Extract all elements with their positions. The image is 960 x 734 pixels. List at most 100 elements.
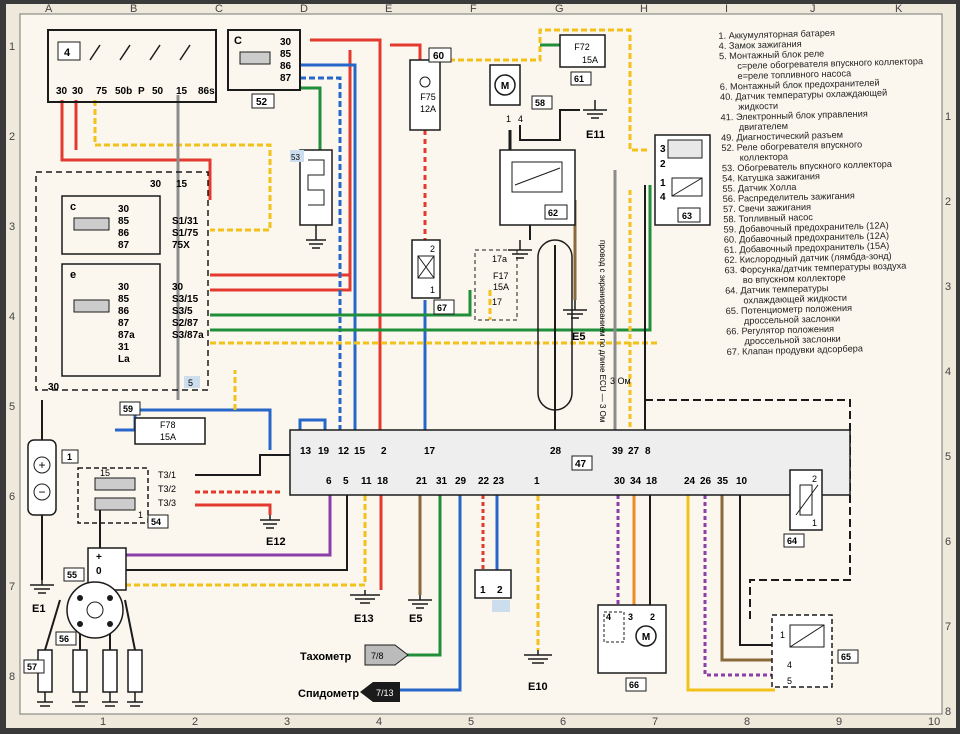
sensor-64-pin-1: 1: [812, 518, 817, 528]
ecu-bottom-pin: 30: [614, 476, 626, 487]
ignition-terminal: P: [138, 86, 145, 97]
legend-item: 57. Свечи зажигания: [723, 202, 811, 214]
grid-number-left-7: 7: [9, 581, 15, 593]
legend-item: дроссельной заслонки: [744, 313, 841, 326]
coil-t-labels: T3/1T3/2T3/3: [158, 470, 176, 508]
grid-number-bottom-5: 5: [468, 716, 474, 728]
ecu-bottom-pin: 11: [361, 476, 372, 487]
diag-pin-2: 2: [497, 585, 503, 596]
relay-52-pin: 85: [280, 49, 292, 60]
valve-67: 2 1 67: [411, 239, 455, 315]
fuse-f17-name: F17: [493, 271, 509, 281]
legend-item: дроссельной заслонки: [744, 334, 841, 347]
ecu-bottom-pin: 21: [416, 476, 428, 487]
fuse-59-id: 59: [123, 404, 133, 414]
legend-item: двигателем: [739, 121, 788, 132]
motor-66-id: 66: [629, 680, 639, 690]
diag-connector-49: 1 2: [474, 569, 512, 612]
grid-letter-B: B: [130, 3, 137, 15]
fuse-60-id: 60: [433, 51, 445, 62]
coolant-sensor-64: 2 1 64: [783, 469, 823, 548]
ignition-terminal: 50: [152, 86, 164, 97]
legend-item: 4. Замок зажигания: [719, 39, 802, 51]
sensor-62-id: 62: [548, 208, 558, 218]
hall-55-id: 55: [67, 570, 77, 580]
ground-e13: E13: [350, 590, 380, 625]
grid-letter-A: A: [45, 3, 53, 15]
injector-pin: 4: [660, 192, 666, 203]
legend-item: с=реле обогревателя впускного коллектора: [737, 56, 924, 71]
ecu-bottom-pin: 24: [684, 476, 696, 487]
ignition-terminal: 15: [176, 86, 188, 97]
fuel-pump-58: M 1 4 58: [489, 64, 553, 124]
relay-52-label: C: [234, 35, 242, 47]
relay-c-label: c: [70, 201, 76, 213]
ignition-terminal: 75: [96, 86, 108, 97]
fuse-60: 60 F75 12A: [409, 47, 452, 131]
svg-text:−: −: [38, 485, 45, 499]
sensor-64-id: 64: [787, 536, 797, 546]
relay-e-pin: La: [118, 354, 130, 365]
relay-block-bottom-30: 30: [48, 382, 60, 393]
ecu-id: 47: [575, 459, 587, 470]
grid-letter-C: C: [215, 3, 223, 15]
legend-item: охлаждающей жидкости: [743, 293, 847, 306]
legend-item: 41. Электронный блок управления: [720, 109, 867, 123]
ecu-bottom-pin: 18: [377, 476, 389, 487]
plug-ground-symbol: [127, 692, 143, 707]
fuse-59-name: F78: [160, 420, 176, 430]
ecu-top-pin: 39: [612, 446, 624, 457]
ecu-bottom-pin: 22: [478, 476, 490, 487]
ground-e5-upper: E5: [572, 331, 585, 343]
fuse-f17: 17a F17 15A 17: [474, 249, 518, 321]
grid-number-left-2: 2: [9, 131, 15, 143]
relay-e-pin: 87a: [118, 330, 135, 341]
fuse-59-rating: 15A: [160, 432, 176, 442]
ecu-bottom-pin: 23: [493, 476, 505, 487]
grid-number-right-6: 6: [945, 536, 951, 548]
ground-e5-lower: E5: [408, 595, 432, 625]
legend-item: 60. Добавочный предохранитель (12А): [724, 230, 889, 244]
legend-item: 55. Датчик Холла: [722, 182, 797, 194]
grid-letter-E: E: [385, 3, 392, 15]
ground-e5-lower-label: E5: [409, 613, 422, 625]
fuse-59: F78 15A 59: [119, 401, 206, 445]
ground-e11: E11: [583, 100, 607, 141]
heater-53: 53: [290, 149, 333, 249]
legend-item: е=реле топливного насоса: [737, 68, 852, 81]
grid-number-left-6: 6: [9, 491, 15, 503]
coil-pin-15: 15: [100, 468, 110, 478]
relay-52-pin: 87: [280, 73, 292, 84]
relay-c-pin: 87: [118, 240, 130, 251]
relay-c-output: 75X: [172, 240, 190, 251]
valve-67-id: 67: [437, 303, 447, 313]
ground-e10-label: E10: [528, 681, 548, 693]
legend-item: коллектора: [740, 151, 790, 162]
relay-52-pin: 30: [280, 37, 292, 48]
ground-e12-label: E12: [266, 536, 286, 548]
legend-item: 58. Топливный насос: [723, 212, 813, 224]
ignition-terminal: 50b: [115, 86, 132, 97]
grid-number-bottom-2: 2: [192, 716, 198, 728]
injector-63-id: 63: [682, 211, 692, 221]
ignition-terminal: 86s: [198, 86, 215, 97]
injector-pin: 1: [660, 178, 666, 189]
pump-pin-1: 1: [506, 114, 511, 124]
relay-52-pin: 86: [280, 61, 292, 72]
grid-letter-D: D: [300, 3, 308, 15]
distributor-id: 56: [59, 634, 69, 644]
coil-t-label: T3/2: [158, 484, 176, 494]
legend-item: 64. Датчик температуры: [725, 283, 829, 296]
grid-number-bottom-1: 1: [100, 716, 106, 728]
legend-item: во впускном коллекторе: [743, 272, 846, 285]
plug-ground-symbol: [37, 692, 53, 707]
grid-number-bottom-6: 6: [560, 716, 566, 728]
grid-number-bottom-8: 8: [744, 716, 750, 728]
